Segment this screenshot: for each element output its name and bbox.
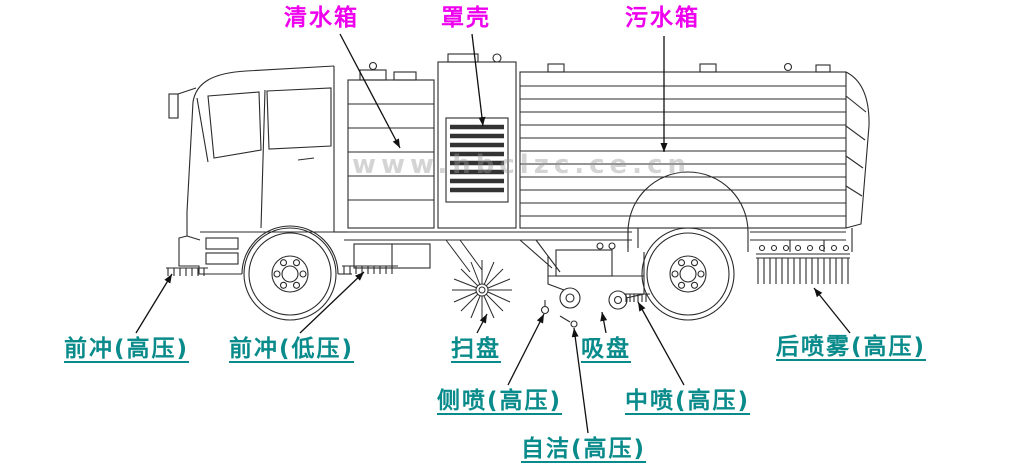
suction-plate-assembly: [519, 228, 645, 310]
cab-step: [205, 252, 239, 265]
sewage-tank-body: [519, 62, 870, 229]
label-sewage-tank: 污水箱: [625, 5, 700, 31]
rear-wheel: [641, 227, 735, 321]
label-front-flush-high-pressure: 前冲(高压): [64, 336, 190, 362]
label-rear-spray-mist-high-pressure: 后喷雾(高压): [776, 334, 927, 360]
cab-step: [205, 237, 239, 250]
label-middle-spray-high-pressure: 中喷(高压): [625, 388, 751, 414]
label-cover-shell: 罩壳: [441, 5, 491, 31]
cover-shell-body: [437, 53, 517, 229]
label-suction-plate: 吸盘: [581, 336, 631, 362]
label-side-spray-high-pressure: 侧喷(高压): [437, 388, 563, 414]
arrow-side-spray: [507, 313, 545, 386]
front-flush-low-nozzle: [342, 265, 398, 274]
label-clean-water-tank: 清水箱: [284, 5, 359, 31]
arrow-clean-water-tank: [339, 33, 401, 149]
label-front-flush-low-pressure: 前冲(低压): [229, 336, 355, 362]
mirror-icon: [168, 93, 179, 119]
label-sweep-disc: 扫盘: [451, 336, 501, 362]
label-self-clean-high-pressure: 自洁(高压): [521, 436, 647, 462]
clean-water-tank-body: [334, 61, 435, 233]
arrow-middle-spray: [637, 301, 685, 386]
watermark-text: www.hbclzc.ce.cn: [352, 150, 691, 180]
arrow-front-flush-low: [299, 271, 365, 334]
undercarriage-nozzles: [540, 293, 650, 328]
rear-fender: [627, 171, 749, 252]
arrow-sweep-disc: [476, 313, 488, 334]
arrow-suction-plate: [600, 311, 608, 334]
arrow-rear-spray: [813, 287, 851, 334]
rear-spray-bar: [756, 228, 853, 284]
arrow-self-clean: [571, 327, 589, 434]
truck-cab: [168, 65, 352, 275]
front-wheel: [243, 227, 337, 321]
sweep-disc-brush: [445, 239, 512, 320]
arrow-front-flush-high: [135, 273, 173, 334]
louver-grille: [445, 117, 509, 203]
front-flush-high-nozzle: [166, 267, 208, 276]
callout-arrows: [135, 33, 851, 434]
arrow-cover-shell: [471, 33, 486, 127]
